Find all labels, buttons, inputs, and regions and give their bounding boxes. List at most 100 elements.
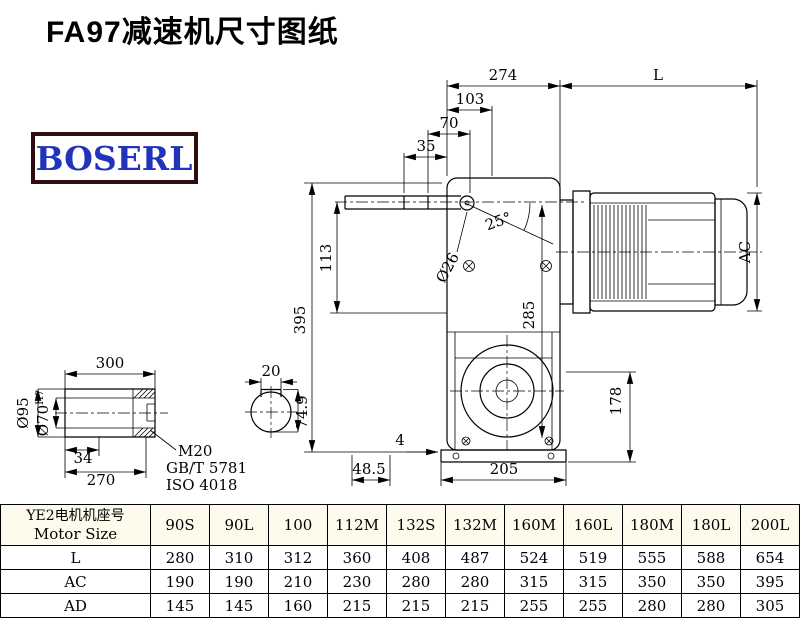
- cell: 190: [150, 569, 210, 594]
- logo-border: [31, 132, 198, 184]
- dim-205-label: 205: [490, 460, 519, 478]
- centerlines: [335, 201, 762, 450]
- dim-34-label: 34: [73, 449, 92, 467]
- cell: 315: [504, 569, 564, 594]
- cell: 360: [327, 545, 387, 570]
- cell: 160: [268, 593, 328, 618]
- angle-arc: [523, 202, 531, 231]
- mounting-foot: [440, 449, 567, 463]
- dim-20-label: 20: [261, 362, 280, 380]
- col-90L: 90L: [209, 504, 269, 546]
- dim-dia70h7-label: Ø70H7: [34, 390, 52, 436]
- dia26-leader: [456, 211, 468, 253]
- header-cn: YE2电机机座号: [26, 508, 125, 524]
- dim-300-label: 300: [96, 354, 125, 372]
- col-100: 100: [268, 504, 328, 546]
- col-160L: 160L: [563, 504, 623, 546]
- cell: 350: [622, 569, 682, 594]
- dim-25deg-label: 25°: [483, 208, 514, 234]
- bolt-bosses: [461, 260, 554, 446]
- keyway-section-view: 20 74.9: [245, 362, 311, 438]
- table-header-row: YE2电机机座号 Motor Size 90S 90L 100 112M 132…: [0, 504, 800, 546]
- brand-logo: BOSERL: [31, 132, 198, 184]
- dim-74-9-label: 74.9: [293, 395, 311, 428]
- cell: 145: [150, 593, 210, 618]
- dim-dia95-label: Ø95: [14, 397, 32, 428]
- angle-line: [464, 202, 554, 245]
- dim-AC-label: AC: [736, 241, 754, 264]
- col-180L: 180L: [681, 504, 741, 546]
- cell: 230: [327, 569, 387, 594]
- cell: 255: [563, 593, 623, 618]
- cell: 280: [445, 569, 505, 594]
- col-200L: 200L: [740, 504, 800, 546]
- dim-395-label: 395: [291, 306, 309, 335]
- cell: 215: [386, 593, 446, 618]
- shaft-detail-view: 300 34 270 Ø95 Ø70H7 M20 GB/T 5781 ISO 4…: [14, 354, 247, 494]
- cell: 145: [209, 593, 269, 618]
- cell: 215: [327, 593, 387, 618]
- dim-113-label: 113: [317, 244, 335, 273]
- cell: 654: [740, 545, 800, 570]
- dim-35-label: 35: [416, 137, 435, 155]
- cell: 524: [504, 545, 564, 570]
- cell: 487: [445, 545, 505, 570]
- m20-leader: [149, 429, 177, 451]
- row-label-AD: AD: [0, 593, 151, 618]
- cell: 555: [622, 545, 682, 570]
- dim-274-label: 274: [489, 66, 518, 84]
- col-180M: 180M: [622, 504, 682, 546]
- fan-cover: [714, 198, 748, 306]
- cell: 305: [740, 593, 800, 618]
- cell: 395: [740, 569, 800, 594]
- table-row-AD: AD 145 145 160 215 215 215 255 255 280 2…: [0, 593, 800, 618]
- col-132S: 132S: [386, 504, 446, 546]
- table-row-L: L 280 310 312 360 408 487 524 519 555 58…: [0, 545, 800, 570]
- cell: 280: [386, 569, 446, 594]
- col-90S: 90S: [150, 504, 210, 546]
- header-en: Motor Size: [33, 525, 118, 543]
- thread-iso-label: ISO 4018: [166, 476, 237, 494]
- col-132M: 132M: [445, 504, 505, 546]
- row-label-L: L: [0, 545, 151, 570]
- cell: 280: [622, 593, 682, 618]
- row-label-AC: AC: [0, 569, 151, 594]
- thread-gbt-label: GB/T 5781: [166, 459, 247, 477]
- dim-dia26-label: Ø26: [432, 250, 463, 286]
- col-112M: 112M: [327, 504, 387, 546]
- table-row-AC: AC 190 190 210 230 280 280 315 315 350 3…: [0, 569, 800, 594]
- table-header-motor-size: YE2电机机座号 Motor Size: [0, 504, 151, 546]
- dim-270-label: 270: [87, 471, 116, 489]
- cell: 350: [681, 569, 741, 594]
- dim-285-label: 285: [520, 301, 538, 330]
- cell: 210: [268, 569, 328, 594]
- cell: 408: [386, 545, 446, 570]
- col-160M: 160M: [504, 504, 564, 546]
- section-hatch: [133, 388, 156, 438]
- cell: 312: [268, 545, 328, 570]
- cell: 280: [681, 593, 741, 618]
- cell: 190: [209, 569, 269, 594]
- input-shaft: [344, 195, 475, 211]
- cell: 215: [445, 593, 505, 618]
- cell: 588: [681, 545, 741, 570]
- technical-drawing: FA97减速机尺寸图纸 BOSERL: [14, 16, 762, 494]
- cell: 310: [209, 545, 269, 570]
- logo-text: BOSERL: [36, 139, 193, 178]
- cell: 255: [504, 593, 564, 618]
- cell: 280: [150, 545, 210, 570]
- page-title: FA97减速机尺寸图纸: [46, 16, 339, 49]
- dim-70-label: 70: [439, 114, 458, 132]
- thread-m20-label: M20: [178, 442, 212, 460]
- main-view-gearbox: [335, 177, 762, 463]
- dimensions-main: 274 L 103 70 35 25° Ø26 395 113 285 AC 1…: [291, 66, 762, 486]
- dim-48-5-label: 48.5: [352, 460, 385, 478]
- motor: [560, 190, 748, 314]
- cell: 519: [563, 545, 623, 570]
- dim-L-label: L: [653, 66, 663, 84]
- dim-103-label: 103: [456, 90, 485, 108]
- motor-size-table: YE2电机机座号 Motor Size 90S 90L 100 112M 132…: [0, 504, 800, 618]
- dim-4-label: 4: [395, 431, 405, 449]
- dim-178-label: 178: [607, 387, 625, 416]
